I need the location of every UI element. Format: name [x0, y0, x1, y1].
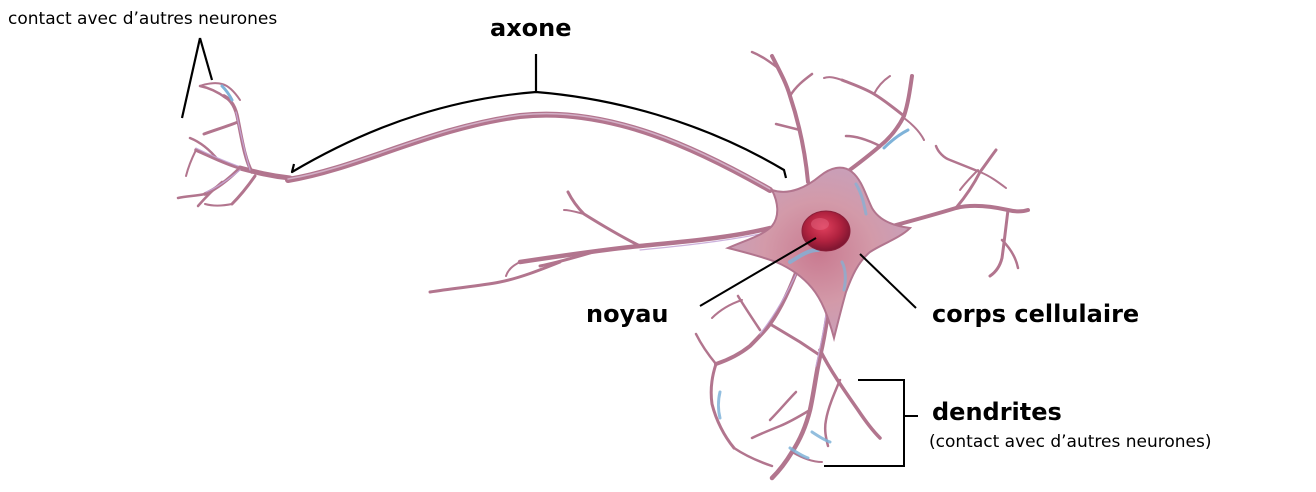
- axon-label: axone: [490, 14, 572, 42]
- nucleus: [802, 211, 850, 251]
- dendrites-lower: [696, 262, 880, 478]
- cell-body: [728, 168, 910, 338]
- dendrites-bracket: [824, 380, 918, 466]
- dendrites-note-label: (contact avec d’autres neurones): [929, 432, 1211, 452]
- dendrites-label: dendrites: [932, 398, 1062, 426]
- terminal-contact-label: contact avec d’autres neurones: [8, 9, 277, 29]
- dendrites-left: [430, 192, 770, 292]
- dendrites-right: [870, 146, 1028, 276]
- nucleus-label: noyau: [586, 300, 669, 328]
- cell-body-label: corps cellulaire: [932, 300, 1139, 328]
- axon-terminal: [178, 83, 290, 206]
- dendrites-upper: [752, 52, 924, 182]
- terminal-leader-lines: [182, 38, 212, 118]
- axon-shaft: [288, 114, 770, 190]
- cell-body-leader-line: [860, 254, 916, 308]
